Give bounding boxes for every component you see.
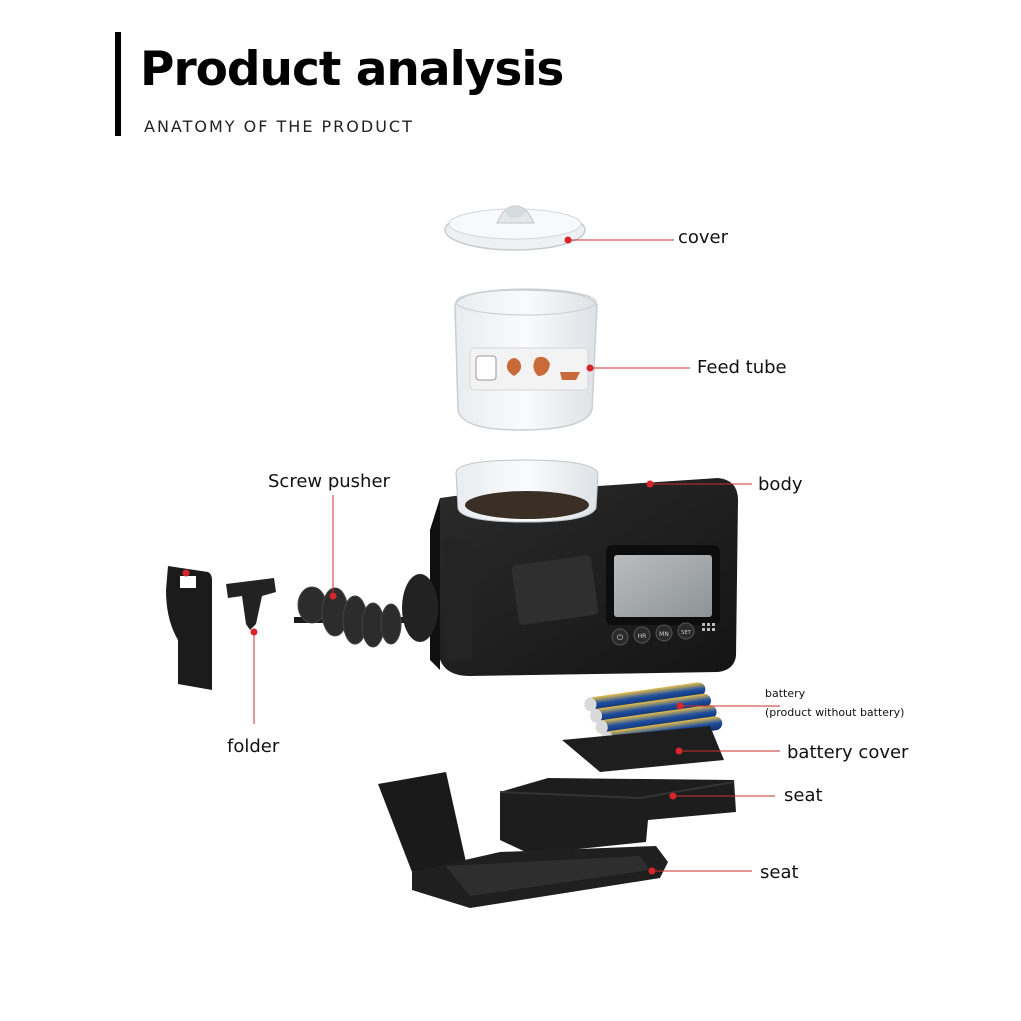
- set-button-label: SET: [681, 630, 691, 636]
- battery-note-label: (product without battery): [765, 706, 905, 719]
- power-button-icon: ⏻: [617, 633, 624, 642]
- battery-cover-dot: [675, 747, 683, 755]
- folder-dot: [250, 628, 258, 636]
- battery-cover-label: battery cover: [787, 742, 909, 763]
- body-part: ⏻ HR MN SET: [430, 459, 738, 676]
- cover-label: cover: [678, 227, 729, 248]
- seat-lower-dot: [648, 867, 656, 875]
- seat-lower-part: [378, 772, 668, 908]
- marker-dots: [182, 236, 684, 875]
- seat-lower-label: seat: [760, 862, 799, 883]
- title-accent-bar: [115, 32, 121, 136]
- battery-cover-part: [562, 726, 724, 772]
- feed-tube-dot: [586, 364, 594, 372]
- seat-upper-dot: [669, 792, 677, 800]
- body-dot: [646, 480, 654, 488]
- seat-upper-label: seat: [784, 785, 823, 806]
- feed-tube-label: Feed tube: [697, 357, 787, 378]
- body-label: body: [758, 474, 803, 495]
- screw-pusher-label: Screw pusher: [268, 471, 390, 492]
- feed-tube-part: [454, 288, 598, 431]
- battery-label: battery: [765, 687, 806, 700]
- cover-dot: [564, 236, 572, 244]
- page-subtitle: ANATOMY OF THE PRODUCT: [144, 117, 414, 136]
- folder-label: folder: [227, 736, 280, 757]
- folder-part: [166, 566, 276, 690]
- page-title: Product analysis: [140, 42, 564, 97]
- hr-button-label: HR: [638, 633, 647, 640]
- folder-top-dot: [182, 569, 190, 577]
- screw-pusher-part: [294, 574, 438, 648]
- seat-upper-part: [499, 778, 736, 854]
- screw-pusher-dot: [329, 592, 337, 600]
- leader-lines: [253, 239, 780, 872]
- battery-dot: [676, 702, 684, 710]
- mn-button-label: MN: [659, 631, 669, 638]
- cover-part: [444, 205, 586, 251]
